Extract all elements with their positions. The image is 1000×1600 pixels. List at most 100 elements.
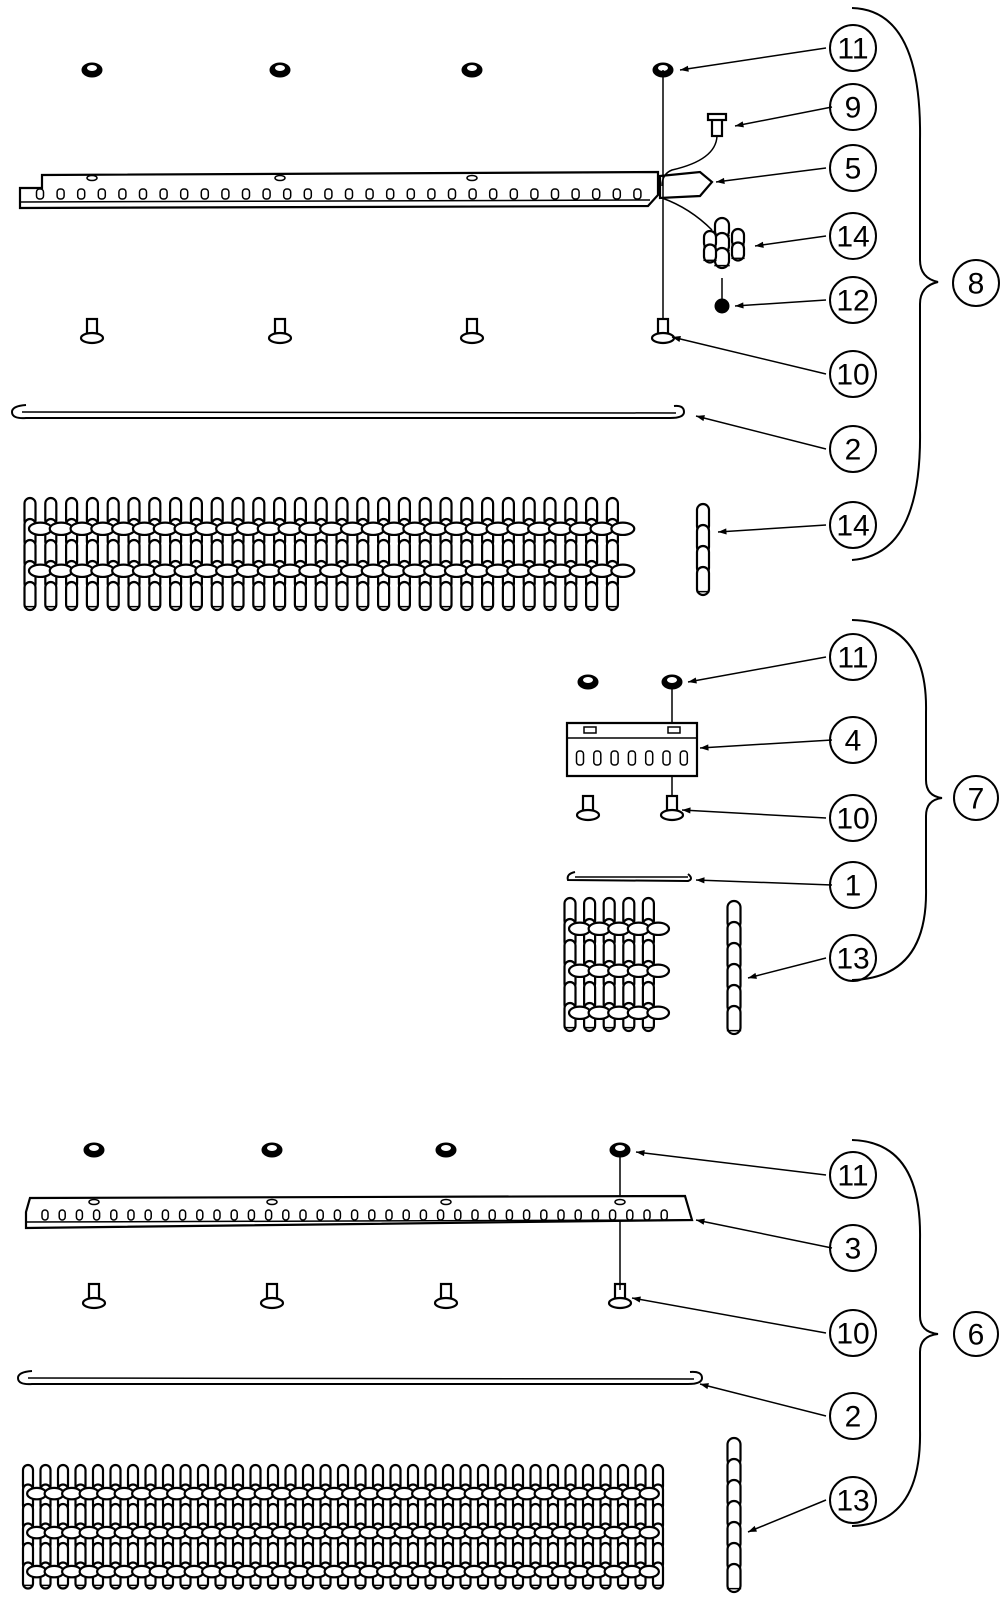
bar-slot (436, 1209, 445, 1221)
arrowhead (718, 528, 727, 535)
bar-slot (406, 188, 416, 200)
arrowhead (696, 415, 705, 422)
chain-strand (730, 227, 746, 262)
chain-strand (543, 496, 557, 612)
arrowhead (632, 1296, 641, 1303)
arrowhead (755, 241, 764, 248)
assembly-group-7 (563, 674, 742, 1036)
svg-text:2: 2 (845, 1401, 862, 1434)
hex-nut (269, 62, 291, 78)
arrowhead (748, 1525, 757, 1532)
chain-strand (127, 496, 141, 612)
bar-slot (350, 1209, 359, 1221)
bolt (575, 794, 601, 822)
chain-strand (522, 496, 536, 612)
chain-strand (726, 899, 742, 1036)
bar-slot (179, 188, 189, 200)
bar-slot (488, 188, 498, 200)
balloon-14: 14 (829, 212, 877, 260)
bolt (259, 1282, 285, 1310)
single-chain (726, 899, 742, 1036)
svg-text:14: 14 (836, 221, 869, 254)
svg-text:1: 1 (845, 870, 862, 903)
bar-slot (213, 1209, 221, 1221)
chain-strand (161, 1463, 175, 1590)
arrowhead (735, 121, 744, 128)
hex-nut (577, 674, 599, 690)
svg-text:3: 3 (845, 1233, 862, 1266)
balloon-3: 3 (829, 1224, 877, 1272)
chain-strand (460, 496, 474, 612)
chain-curtain-small (563, 896, 671, 1033)
bar-slot (247, 1209, 256, 1221)
hex-nut (261, 1142, 283, 1158)
balloon-10: 10 (829, 794, 877, 842)
cross-links (27, 521, 636, 537)
hex-nut (81, 62, 103, 78)
chain-strand (64, 496, 79, 612)
svg-text:11: 11 (837, 642, 868, 675)
nuts-row (83, 1142, 631, 1158)
arrowhead (688, 677, 697, 684)
bar-slot (471, 1209, 479, 1221)
bar-slot (591, 188, 601, 200)
bar-slot (593, 750, 602, 766)
bar-slot (679, 750, 689, 766)
cross-links (567, 1005, 671, 1021)
bolts-row (81, 1282, 633, 1310)
chain-strand (371, 1463, 385, 1590)
bar-slot (264, 1209, 273, 1221)
rod (16, 1370, 704, 1386)
bar-slot (200, 188, 210, 200)
bar-slot (608, 1209, 617, 1221)
chain-strand (702, 229, 718, 264)
bar-slot (454, 1209, 462, 1221)
balloon-group-7: 7 (953, 775, 999, 821)
cross-links (567, 963, 671, 979)
bar-slot (591, 1209, 600, 1221)
chain-strand (252, 496, 266, 612)
svg-text:11: 11 (837, 33, 868, 66)
svg-text:10: 10 (836, 1318, 869, 1351)
bar-slot (118, 188, 127, 200)
svg-text:13: 13 (836, 943, 869, 976)
balloon-4: 4 (829, 716, 877, 764)
balloon-13: 13 (829, 934, 877, 982)
hex-nut (83, 1142, 105, 1158)
svg-text:5: 5 (845, 153, 862, 186)
bar-slot (633, 188, 642, 200)
balloon-group-6: 6 (953, 1311, 999, 1357)
bar-slot (571, 188, 580, 200)
bar-slot (196, 1209, 204, 1221)
arrowhead (672, 335, 681, 342)
bolt (459, 317, 485, 345)
balloons: 11 9 5 14 12 10 2 14 8 11 4 10 1 13 7 11… (829, 24, 1000, 1524)
assembly-group-8 (10, 62, 746, 612)
svg-text:8: 8 (968, 268, 985, 301)
bar-slot (56, 188, 65, 200)
bar-slot (447, 188, 457, 200)
bolt (81, 1282, 107, 1310)
chain-strand (293, 496, 307, 612)
chain-curtain (23, 496, 636, 612)
svg-text:12: 12 (836, 285, 869, 318)
arrowhead (716, 177, 725, 184)
bar-slot (333, 1209, 342, 1221)
balloon-9: 9 (829, 83, 877, 131)
hex-nut (435, 1142, 457, 1158)
bar-slot (509, 188, 519, 200)
chain-strand (106, 496, 120, 612)
balloon-10: 10 (829, 1309, 877, 1357)
cross-links (26, 1564, 660, 1579)
balloon-11: 11 (829, 24, 877, 72)
chain-strand (584, 496, 599, 612)
bar-slot (427, 188, 436, 200)
arrowhead (680, 65, 689, 72)
group-braces (851, 7, 943, 1527)
bar-slot (530, 188, 539, 200)
rod (10, 404, 686, 420)
nuts-row (577, 674, 683, 690)
bar-slot (662, 750, 671, 766)
cross-links (27, 563, 636, 579)
